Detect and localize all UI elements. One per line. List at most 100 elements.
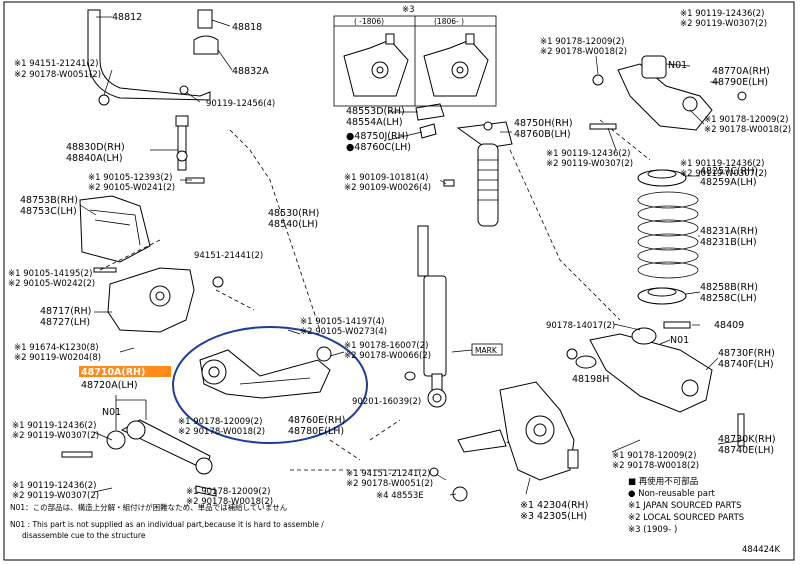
legend-item-2: ● Non-reusable part [628,489,715,499]
label-94151-21241-a[interactable]: ※1 94151-21241(2) [14,59,98,69]
label-90178-12009-r2[interactable]: ※1 90178-12009(2) [704,115,788,125]
label-48780e[interactable]: 48780E(LH) [288,426,344,437]
label-48760c[interactable]: ●48760C(LH) [346,142,411,153]
label-90178-14017[interactable]: 90178-14017(2) [546,321,615,331]
label-90119-12436-l2[interactable]: ※1 90119-12436(2) [12,481,96,491]
label-90178-w0051-b[interactable]: ※2 90178-W0051(2) [346,479,433,489]
label-48753c[interactable]: 48753C(LH) [20,206,77,217]
label-90178-12009-d[interactable]: ※1 90178-12009(2) [186,487,270,497]
label-90105-12393[interactable]: ※1 90105-12393(2) [88,173,172,183]
label-48790e[interactable]: 48790E(LH) [712,77,768,88]
label-90178-12009-c[interactable]: ※1 90178-12009(2) [178,417,262,427]
label-90119-12456[interactable]: 90119-12456(4) [206,99,275,109]
label-48258b[interactable]: 48258B(RH) [700,282,758,293]
label-48530[interactable]: 48530(RH) [268,208,319,219]
legend-item-4: ※2 LOCAL SOURCED PARTS [628,513,744,523]
label-48750h[interactable]: 48750H(RH) [514,118,573,129]
label-90119-12436-r[interactable]: ※1 90119-12436(2) [680,9,764,19]
label-48259a[interactable]: 48259A(LH) [700,177,757,188]
label-90105-w0273[interactable]: ※2 90105-W0273(4) [300,327,387,337]
label-90178-12009-r3[interactable]: ※1 90178-12009(2) [612,451,696,461]
label-48832a[interactable]: 48832A [232,66,269,77]
label-90119-12436-m[interactable]: ※1 90119-12436(2) [546,149,630,159]
label-mark: MARK [475,346,498,355]
bracket-48717 [93,267,224,333]
label-48553e[interactable]: ※4 48553E [376,491,424,501]
label-90119-12436-l[interactable]: ※1 90119-12436(2) [12,421,96,431]
label-90119-w0307-m[interactable]: ※2 90119-W0307(2) [546,159,633,169]
label-48840a[interactable]: 48840A(LH) [66,153,123,164]
highlight-circle [172,326,368,444]
label-48554a[interactable]: 48554A(LH) [346,117,403,128]
label-42304[interactable]: ※1 42304(RH) [520,500,588,511]
label-48710a[interactable]: 48710A(RH) [81,367,145,378]
label-n01-right-bot: N01 [670,335,689,346]
label-48231a[interactable]: 48231A(RH) [700,226,758,237]
label-90178-12009-r[interactable]: ※1 90178-12009(2) [540,37,624,47]
upper-arm-48770a [589,55,747,131]
label-90105-w0241[interactable]: ※2 90105-W0241(2) [88,183,175,193]
legend-item-3: ※1 JAPAN SOURCED PARTS [628,501,741,511]
box-right-header: (1806- ) [434,17,464,26]
label-90178-16007[interactable]: ※1 90178-16007(2) [344,341,428,351]
note-jp: N01：この部品は、構造上分解・組付けが困難なため、単品では補給していません [10,502,288,512]
label-48760b[interactable]: 48760B(LH) [514,129,571,140]
label-48231b[interactable]: 48231B(LH) [700,237,757,248]
label-48753b[interactable]: 48753B(RH) [20,195,78,206]
label-90105-14195[interactable]: ※1 90105-14195(2) [8,269,92,279]
label-48720a[interactable]: 48720A(LH) [81,380,138,391]
label-90109-w0026[interactable]: ※2 90109-W0026(4) [344,183,431,193]
label-48409[interactable]: 48409 [714,320,744,331]
legend-item-1: ■ 再使用不可部品 [628,476,698,487]
legend: ■ 再使用不可部品 ● Non-reusable part ※1 JAPAN S… [628,476,744,535]
label-48540[interactable]: 48540(LH) [268,219,318,230]
label-48730k[interactable]: 48730K(RH) [718,434,776,445]
label-90119-w0204[interactable]: ※2 90119-W0204(8) [14,353,101,363]
label-48257c[interactable]: 48257C(RH) [700,166,758,177]
label-48830d[interactable]: 48830D(RH) [66,142,125,153]
label-48258c[interactable]: 48258C(LH) [700,293,757,304]
diagram-id: 484424K [742,545,780,555]
label-90105-14197[interactable]: ※1 90105-14197(4) [300,317,384,327]
label-90119-12436-r2[interactable]: ※1 90119-12436(2) [680,159,764,169]
label-48198h[interactable]: 48198H [572,374,609,385]
label-90178-w0066[interactable]: ※2 90178-W0066(2) [344,351,431,361]
legend-item-5: ※3 (1909- ) [628,525,677,535]
label-90119-w0307-r[interactable]: ※2 90119-W0307(2) [680,19,767,29]
label-90119-w0307-r2[interactable]: ※2 90119-W0307(2) [680,169,767,179]
label-94151-21241-b[interactable]: ※1 94151-21241(2) [346,469,430,479]
label-48553d[interactable]: 48553D(RH) [346,106,405,117]
label-90178-w0018-r3[interactable]: ※2 90178-W0018(2) [612,461,699,471]
label-48760e[interactable]: 48760E(RH) [288,415,345,426]
label-48740f[interactable]: 48740F(LH) [718,359,774,370]
shock-absorber [404,225,447,408]
label-90105-w0242[interactable]: ※2 90105-W0242(2) [8,279,95,289]
label-90109-10181[interactable]: ※1 90109-10181(4) [344,173,428,183]
note-en-2: disassemble cue to the structure [22,531,146,540]
mark-box [471,343,503,356]
label-48730f[interactable]: 48730F(RH) [718,348,775,359]
label-48740e[interactable]: 48740E(LH) [718,445,774,456]
steering-knuckle [429,381,579,502]
part-labels: 48812 48818 48832A ※1 94151-21241(2) ※2 … [8,5,791,522]
label-48727[interactable]: 48727(LH) [40,317,90,328]
label-48717[interactable]: 48717(RH) [40,306,91,317]
label-42305[interactable]: ※3 42305(LH) [520,511,587,522]
label-48812[interactable]: 48812 [112,12,142,23]
label-91674-k1230[interactable]: ※1 91674-K1230(8) [14,343,99,353]
label-90201-16039[interactable]: 90201-16039(2) [352,397,421,407]
label-48818[interactable]: 48818 [232,22,262,33]
label-48750j[interactable]: ●48750J(RH) [346,131,408,142]
label-94151-21441[interactable]: 94151-21441(2) [194,251,263,261]
trailing-arm-48710a [61,419,217,497]
label-90178-w0018-c[interactable]: ※2 90178-W0018(2) [178,427,265,437]
label-48770a[interactable]: 48770A(RH) [712,66,770,77]
upper-mount [415,103,513,227]
label-90178-w0018-r2[interactable]: ※2 90178-W0018(2) [704,125,791,135]
label-90119-w0307-l2[interactable]: ※2 90119-W0307(2) [12,491,99,501]
label-90178-w0051-a[interactable]: ※2 90178-W0051(2) [14,70,101,80]
label-90178-w0018-d[interactable]: ※2 90178-W0018(2) [186,497,273,507]
label-90178-w0018-r[interactable]: ※2 90178-W0018(2) [540,47,627,57]
label-90119-w0307-l[interactable]: ※2 90119-W0307(2) [12,431,99,441]
